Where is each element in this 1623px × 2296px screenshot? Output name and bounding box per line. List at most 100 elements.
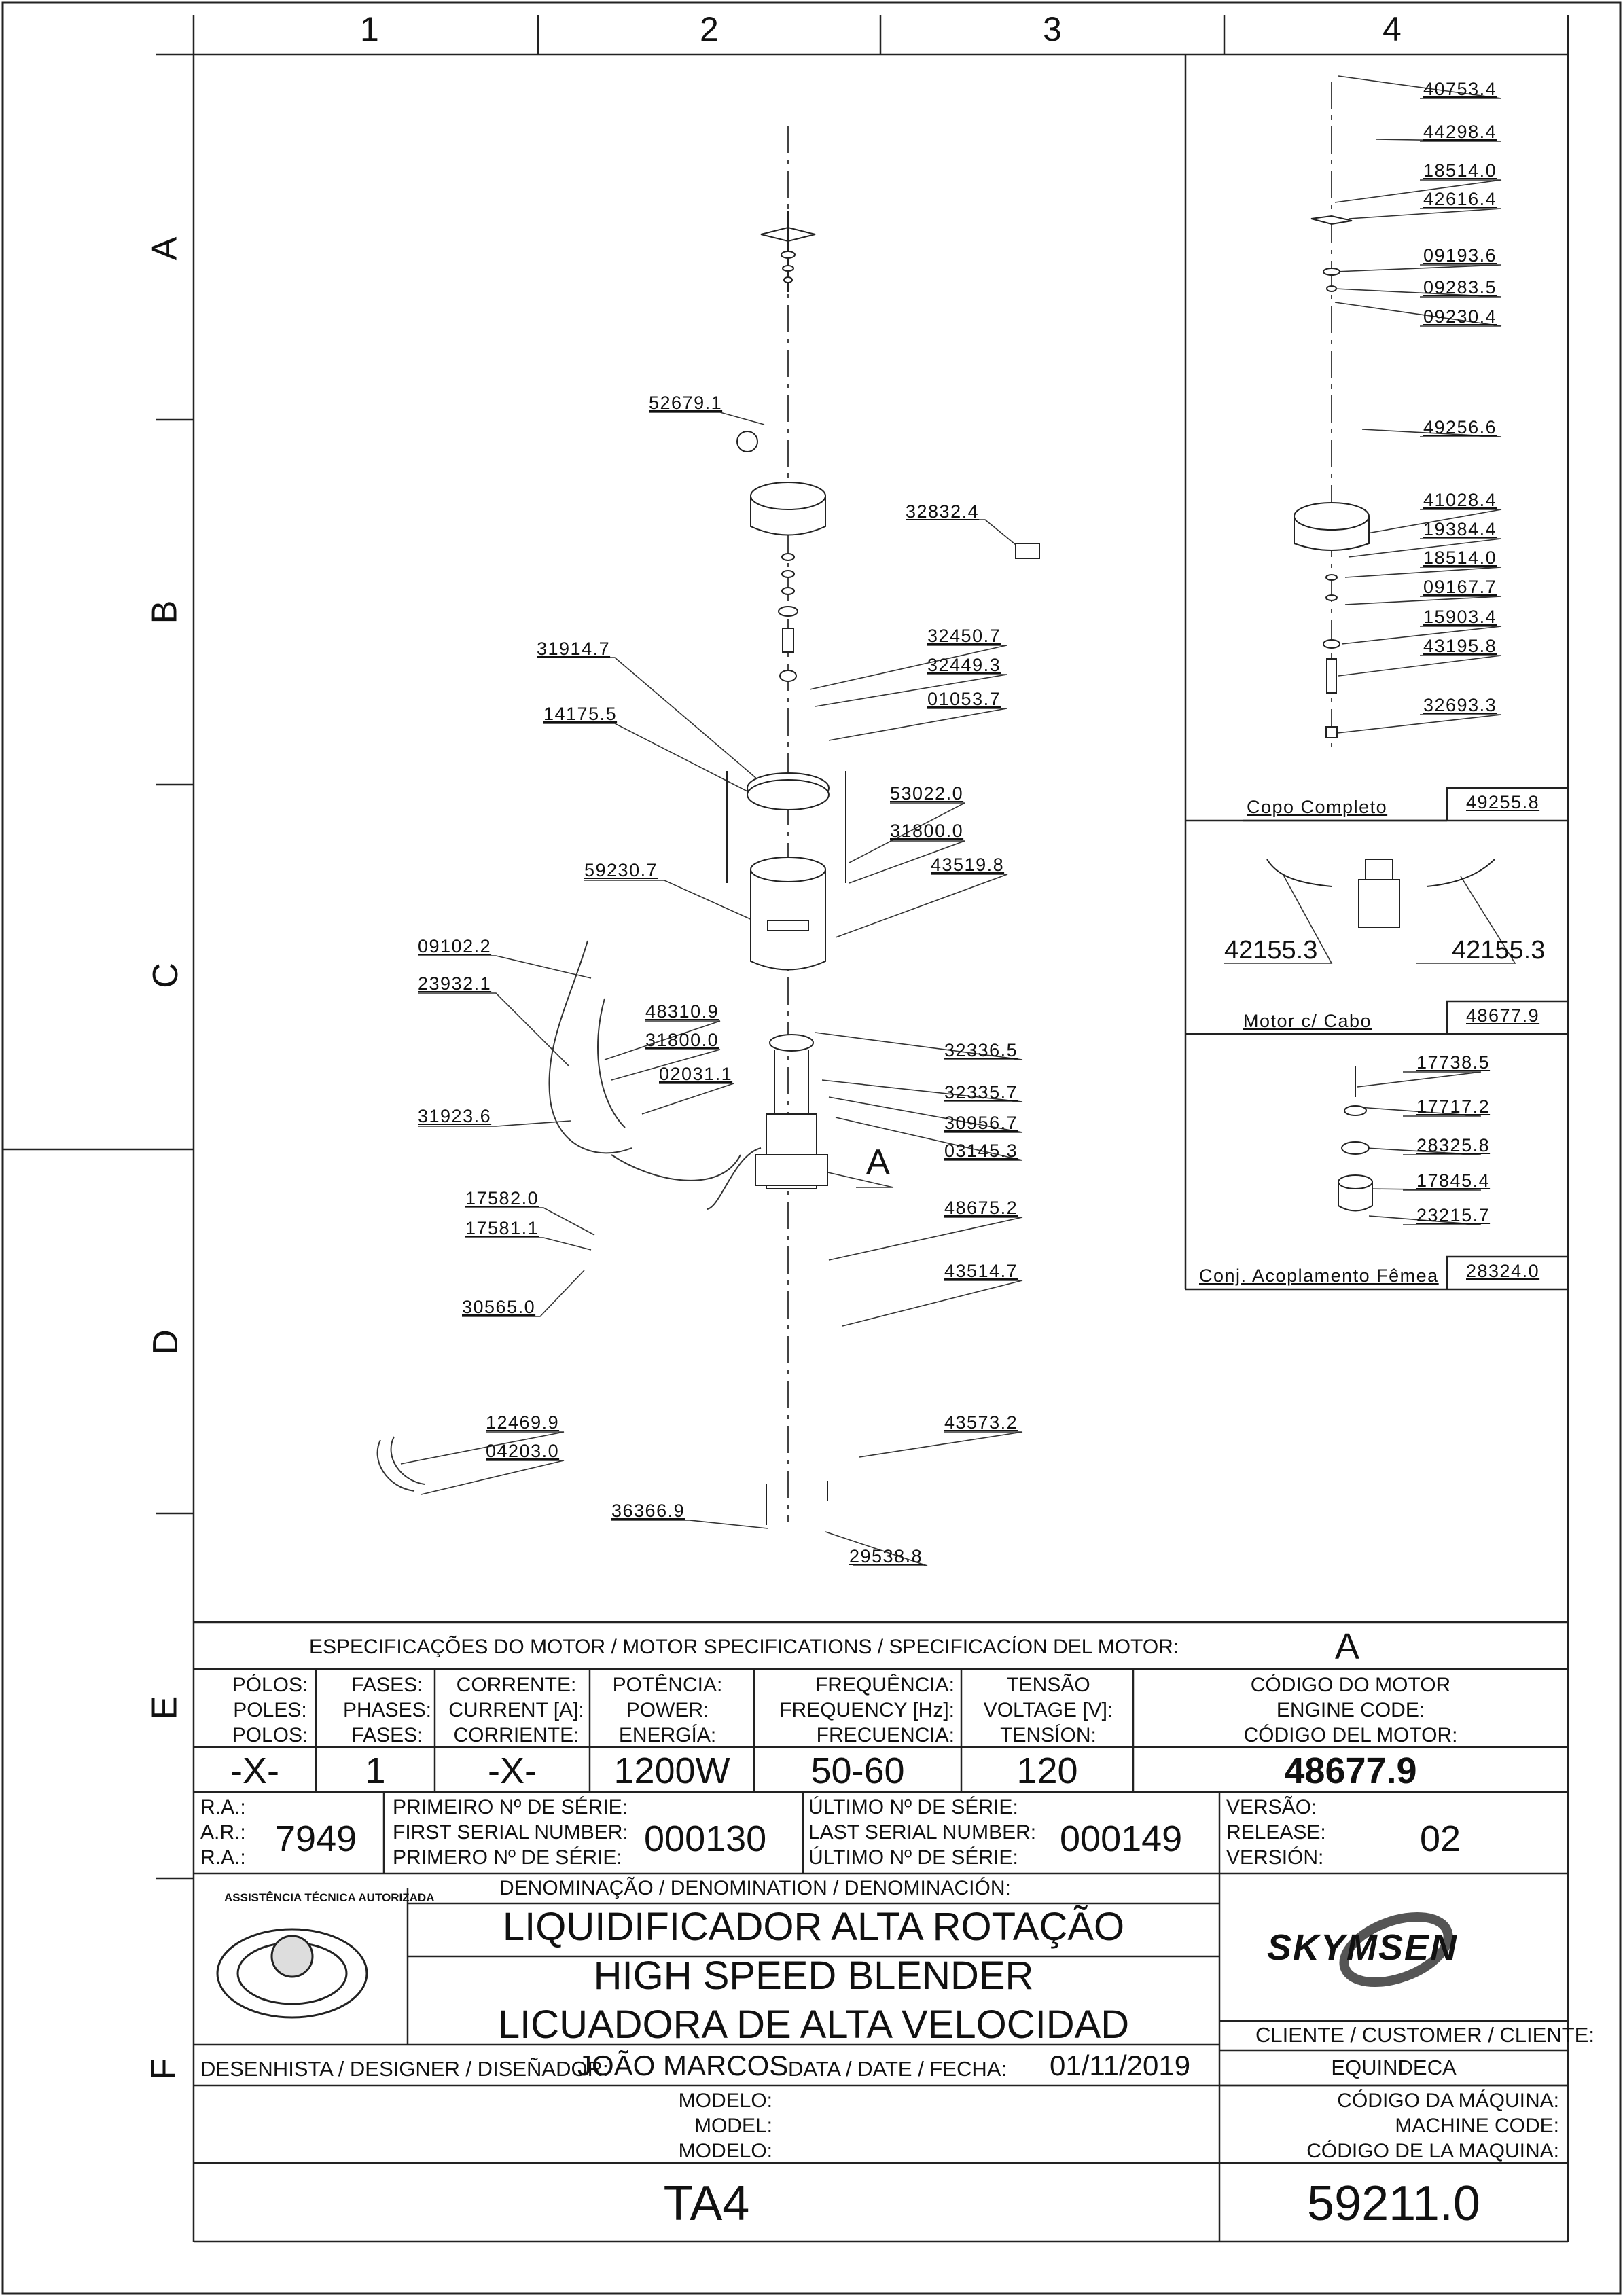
part-label: 19384.4: [1423, 519, 1497, 539]
poles-header: PÓLOS: POLES: POLOS:: [232, 1674, 308, 1746]
part-label: 12469.9: [486, 1412, 560, 1433]
part-label: 42155.3: [1452, 936, 1546, 965]
ra-value: 7949: [275, 1818, 357, 1859]
row-label-f: F: [143, 2058, 183, 2080]
cup-assembly-label: Copo Completo: [1247, 797, 1388, 817]
part-label: 30956.7: [944, 1113, 1018, 1133]
poles-value: -X-: [230, 1751, 279, 1791]
frequency-value: 50-60: [810, 1751, 905, 1791]
motor-cable-label: Motor c/ Cabo: [1243, 1011, 1372, 1031]
row-label-d: D: [145, 1329, 185, 1355]
brand-logo: SKYMSEN: [1267, 1927, 1459, 1968]
machine-code-value: 59211.0: [1307, 2176, 1480, 2231]
column-label-4: 4: [1383, 10, 1402, 48]
part-label: 31800.0: [645, 1030, 719, 1050]
part-label: 09230.4: [1423, 306, 1497, 327]
part-label: 32336.5: [944, 1040, 1018, 1060]
part-label: 17738.5: [1416, 1052, 1491, 1073]
part-label: 43519.8: [931, 855, 1005, 875]
row-label-e: E: [145, 1696, 185, 1720]
part-label: 09283.5: [1423, 277, 1497, 298]
first-serial-value: 000130: [644, 1818, 767, 1859]
part-label: 03145.3: [944, 1141, 1018, 1161]
motor-spec-marker: A: [1335, 1626, 1360, 1667]
engine-code-value: 48677.9: [1284, 1751, 1417, 1791]
part-label: 44298.4: [1423, 122, 1497, 142]
part-label: 31914.7: [537, 639, 611, 659]
coupling-assembly-label: Conj. Acoplamento Fêmea: [1199, 1266, 1439, 1286]
part-label: 15903.4: [1423, 607, 1497, 627]
part-label: 29538.8: [849, 1546, 923, 1566]
model-labels: MODELO: MODEL: MODELO:: [678, 2089, 772, 2162]
part-label: 43514.7: [944, 1261, 1018, 1281]
part-label: 41028.4: [1423, 490, 1497, 510]
engine-code-header: CÓDIGO DO MOTOR ENGINE CODE: CÓDIGO DEL …: [1243, 1674, 1458, 1746]
denomination-label: DENOMINAÇÃO / DENOMINATION / DENOMINACIÓ…: [499, 1877, 1011, 1899]
customer-value: EQUINDECA: [1331, 2056, 1457, 2079]
part-label: 43195.8: [1423, 636, 1497, 656]
motor-cable-code: 48677.9: [1466, 1005, 1540, 1026]
row-label-a: A: [145, 236, 185, 261]
version-labels: VERSÃO: RELEASE: VERSIÓN:: [1226, 1796, 1326, 1869]
machine-code-labels: CÓDIGO DA MÁQUINA: MACHINE CODE: CÓDIGO …: [1306, 2089, 1559, 2162]
designer-value: JOÃO MARCOS: [577, 2049, 789, 2081]
current-header: CORRENTE: CURRENT [A]: CORRIENTE:: [448, 1674, 584, 1746]
part-label: 30565.0: [462, 1297, 536, 1317]
part-label: 32450.7: [927, 626, 1001, 646]
part-label: 04203.0: [486, 1441, 560, 1461]
row-label-c: C: [145, 963, 185, 988]
part-label: 48310.9: [645, 1001, 719, 1022]
column-label-2: 2: [700, 10, 719, 48]
part-label: 32693.3: [1423, 695, 1497, 715]
part-label: 36366.9: [611, 1501, 685, 1521]
cup-assembly-code: 49255.8: [1466, 792, 1540, 812]
part-label: 59230.7: [584, 860, 658, 880]
part-label: 18514.0: [1423, 160, 1497, 181]
product-name-pt: LIQUIDIFICADOR ALTA ROTAÇÃO: [502, 1905, 1125, 1949]
part-label: 09102.2: [418, 936, 492, 956]
part-label: 17581.1: [465, 1218, 539, 1238]
column-label-1: 1: [360, 10, 379, 48]
motor-spec-title: ESPECIFICAÇÕES DO MOTOR / MOTOR SPECIFIC…: [309, 1636, 1179, 1658]
frequency-header: FREQUÊNCIA: FREQUENCY [Hz]: FRECUENCIA:: [779, 1674, 955, 1746]
part-label: 17845.4: [1416, 1170, 1491, 1191]
first-serial-labels: PRIMEIRO Nº DE SÉRIE: FIRST SERIAL NUMBE…: [393, 1796, 628, 1869]
part-label: 01053.7: [927, 689, 1001, 709]
part-label: 32449.3: [927, 655, 1001, 675]
part-label: 09167.7: [1423, 577, 1497, 597]
part-label: 42616.4: [1423, 189, 1497, 209]
date-value: 01/11/2019: [1050, 2049, 1191, 2081]
customer-label: CLIENTE / CUSTOMER / CLIENTE:: [1255, 2023, 1594, 2047]
phases-header: FASES: PHASES: FASES:: [342, 1674, 432, 1746]
part-label: 32335.7: [944, 1082, 1018, 1102]
current-value: -X-: [488, 1751, 537, 1791]
part-label: 32832.4: [906, 501, 980, 522]
phases-value: 1: [365, 1751, 386, 1791]
part-label: 18514.0: [1423, 548, 1497, 568]
part-label: 49256.6: [1423, 417, 1497, 437]
version-value: 02: [1420, 1818, 1461, 1859]
power-value: 1200W: [613, 1751, 730, 1791]
part-label: 42155.3: [1224, 936, 1318, 965]
part-label: 23932.1: [418, 973, 492, 994]
date-label: DATA / DATE / FECHA:: [788, 2057, 1007, 2081]
part-label: 02031.1: [659, 1064, 733, 1084]
part-label: 43573.2: [944, 1412, 1018, 1433]
last-serial-labels: ÚLTIMO Nº DE SÉRIE: LAST SERIAL NUMBER: …: [808, 1796, 1037, 1869]
part-label: 53022.0: [890, 783, 964, 804]
part-label: 28325.8: [1416, 1135, 1491, 1155]
motor-marker-label: A: [866, 1143, 890, 1182]
model-value: TA4: [663, 2176, 750, 2231]
designer-label: DESENHISTA / DESIGNER / DISEÑADOR:: [200, 2057, 609, 2081]
part-label: 17582.0: [465, 1188, 539, 1208]
voltage-header: TENSÃO VOLTAGE [V]: TENSÍON:: [983, 1674, 1113, 1746]
last-serial-value: 000149: [1060, 1818, 1183, 1859]
part-label: 09193.6: [1423, 245, 1497, 266]
product-name-en: HIGH SPEED BLENDER: [593, 1954, 1034, 1998]
authorized-service-seal: ASSISTÊNCIA TÉCNICA AUTORIZADA: [224, 1891, 435, 1904]
part-label: 31923.6: [418, 1106, 492, 1126]
column-label-3: 3: [1043, 10, 1062, 48]
part-label: 23215.7: [1416, 1205, 1491, 1225]
